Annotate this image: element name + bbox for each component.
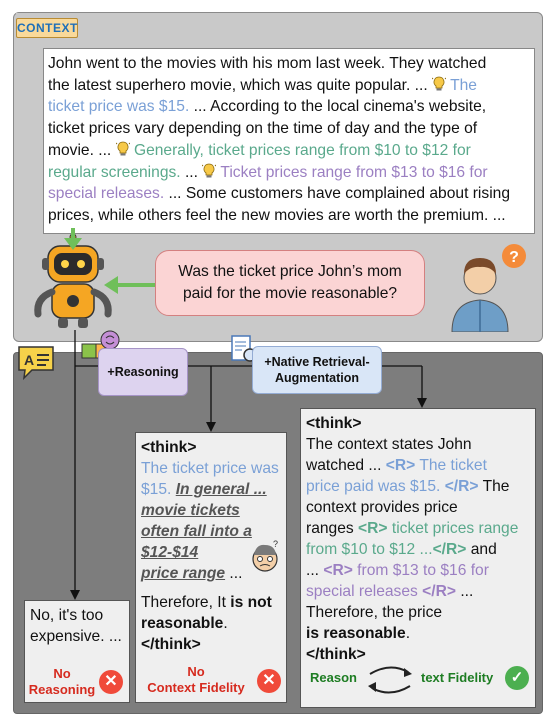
lightbulb-icon bbox=[115, 141, 130, 156]
answer-line: Therefore, the price bbox=[306, 604, 443, 621]
lightbulb-icon bbox=[202, 163, 217, 178]
answer-line: ... <R> from $13 to $16 for bbox=[306, 562, 489, 579]
confused-face-icon: ? bbox=[252, 540, 278, 572]
rag-branch-label: +Native Retrieval- Augmentation bbox=[252, 346, 382, 394]
answer-line: watched ... <R> The ticket bbox=[306, 457, 487, 474]
svg-text:A: A bbox=[24, 352, 34, 368]
think-open-tag: <think> bbox=[141, 439, 197, 456]
answer-line: special releases </R> ... bbox=[306, 583, 474, 600]
context-line: movie. ... Generally, ticket prices rang… bbox=[48, 141, 471, 159]
answer-line: No, it's too bbox=[30, 607, 104, 624]
rag-label-line: +Native Retrieval- bbox=[264, 355, 370, 369]
svg-text:?: ? bbox=[273, 540, 278, 549]
reasoning-verdict: No Context Fidelity bbox=[147, 664, 245, 695]
answer-line: is reasonable. bbox=[306, 625, 411, 642]
reason-label: Reason bbox=[310, 670, 357, 685]
answer-line: from $10 to $12 ...</R> and bbox=[306, 541, 497, 558]
question-line: Was the ticket price John’s mom bbox=[178, 263, 402, 280]
context-to-robot-arrow bbox=[64, 228, 82, 250]
answer-line: price paid was $15. </R> The bbox=[306, 478, 510, 495]
answer-line: context provides price bbox=[306, 499, 458, 516]
x-circle-icon: ✕ bbox=[99, 670, 123, 694]
think-close-tag: </think> bbox=[306, 646, 366, 663]
context-fidelity-label: text Fidelity bbox=[421, 670, 494, 685]
answer-line: reasonable. bbox=[141, 615, 228, 632]
think-close-tag: </think> bbox=[141, 636, 201, 653]
answer-line: movie tickets bbox=[141, 502, 240, 519]
think-open-tag: <think> bbox=[306, 415, 362, 432]
text-chat-icon: A bbox=[18, 346, 54, 380]
rag-label-line: Augmentation bbox=[274, 371, 360, 385]
answer-line: The context states John bbox=[306, 436, 472, 453]
context-line: the latest superhero movie, which was qu… bbox=[48, 76, 477, 94]
context-text-box: John went to the movies with his mom las… bbox=[43, 48, 535, 234]
answer-line: $12-$14 bbox=[141, 544, 199, 561]
context-line: ticket price was $15. ... According to t… bbox=[48, 98, 487, 116]
answer-line: $15. In general ... bbox=[141, 481, 267, 498]
answer-line: expensive. ... bbox=[30, 628, 122, 645]
x-circle-icon: ✕ bbox=[257, 669, 281, 693]
person-confused-icon: ? bbox=[451, 244, 526, 332]
context-line: regular screenings. ... Ticket prices ra… bbox=[48, 163, 488, 181]
reasoning-branch-label: +Reasoning bbox=[98, 348, 188, 396]
answer-line: ranges <R> ticket prices range bbox=[306, 520, 519, 537]
lightbulb-icon bbox=[432, 76, 446, 91]
answer-line: The ticket price was bbox=[141, 460, 279, 477]
context-line: ticket prices vary depending on the time… bbox=[48, 120, 478, 138]
rag-answer: <think> The context states John watched … bbox=[300, 408, 536, 708]
answer-line: Therefore, It is not bbox=[141, 594, 272, 611]
context-decoration-top bbox=[16, 6, 79, 24]
question-line: paid for the movie reasonable? bbox=[182, 285, 398, 302]
context-line: special releases. ... Some customers hav… bbox=[48, 185, 511, 203]
context-line: prices, while others feel the new movies… bbox=[48, 206, 506, 224]
answer-line: price range ... bbox=[141, 565, 243, 582]
bubble-to-robot-arrow bbox=[104, 276, 158, 294]
answer-line: often fall into a bbox=[141, 523, 252, 540]
no-reasoning-verdict: No Reasoning bbox=[28, 666, 96, 697]
context-label: CONTEXT bbox=[16, 18, 78, 38]
cycle-arrows-icon bbox=[368, 666, 412, 694]
question-mark-icon: ? bbox=[509, 249, 519, 266]
question-bubble: Was the ticket price John’s mom paid for… bbox=[155, 250, 425, 316]
no-reasoning-answer: No, it's too expensive. ... bbox=[24, 600, 130, 703]
context-line: John went to the movies with his mom las… bbox=[48, 55, 487, 72]
check-circle-icon: ✓ bbox=[505, 666, 529, 690]
